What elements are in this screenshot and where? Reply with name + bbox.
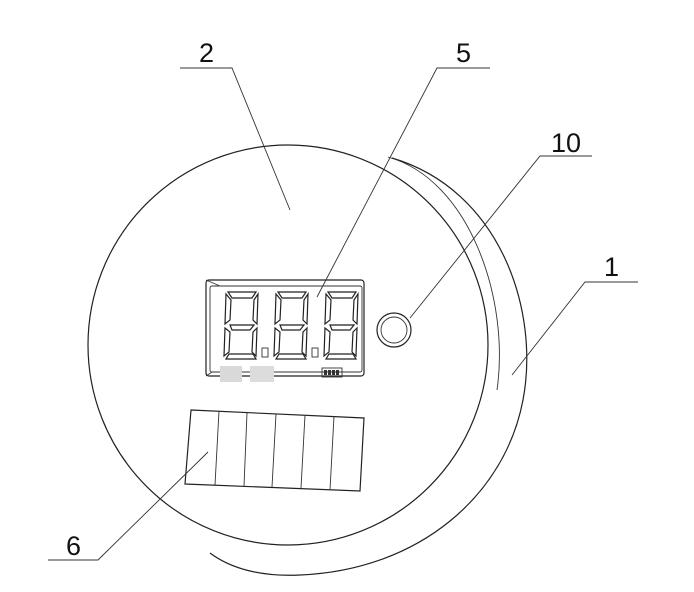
label-6: 6 [66, 531, 81, 561]
digit-3 [323, 291, 359, 360]
label-1: 1 [604, 252, 619, 282]
solar-panel [184, 409, 365, 492]
blurred-text-1 [220, 366, 242, 382]
back-housing [209, 156, 528, 576]
battery-icon [321, 367, 343, 378]
display-window [205, 279, 365, 382]
leader-lines [48, 67, 638, 561]
round-button [376, 312, 412, 348]
digit-1 [223, 291, 269, 360]
label-5: 5 [456, 38, 471, 68]
blurred-text-2 [250, 366, 274, 382]
label-10: 10 [551, 128, 581, 158]
label-2: 2 [199, 38, 214, 68]
front-face-disc [87, 144, 489, 546]
digit-2 [273, 291, 319, 360]
